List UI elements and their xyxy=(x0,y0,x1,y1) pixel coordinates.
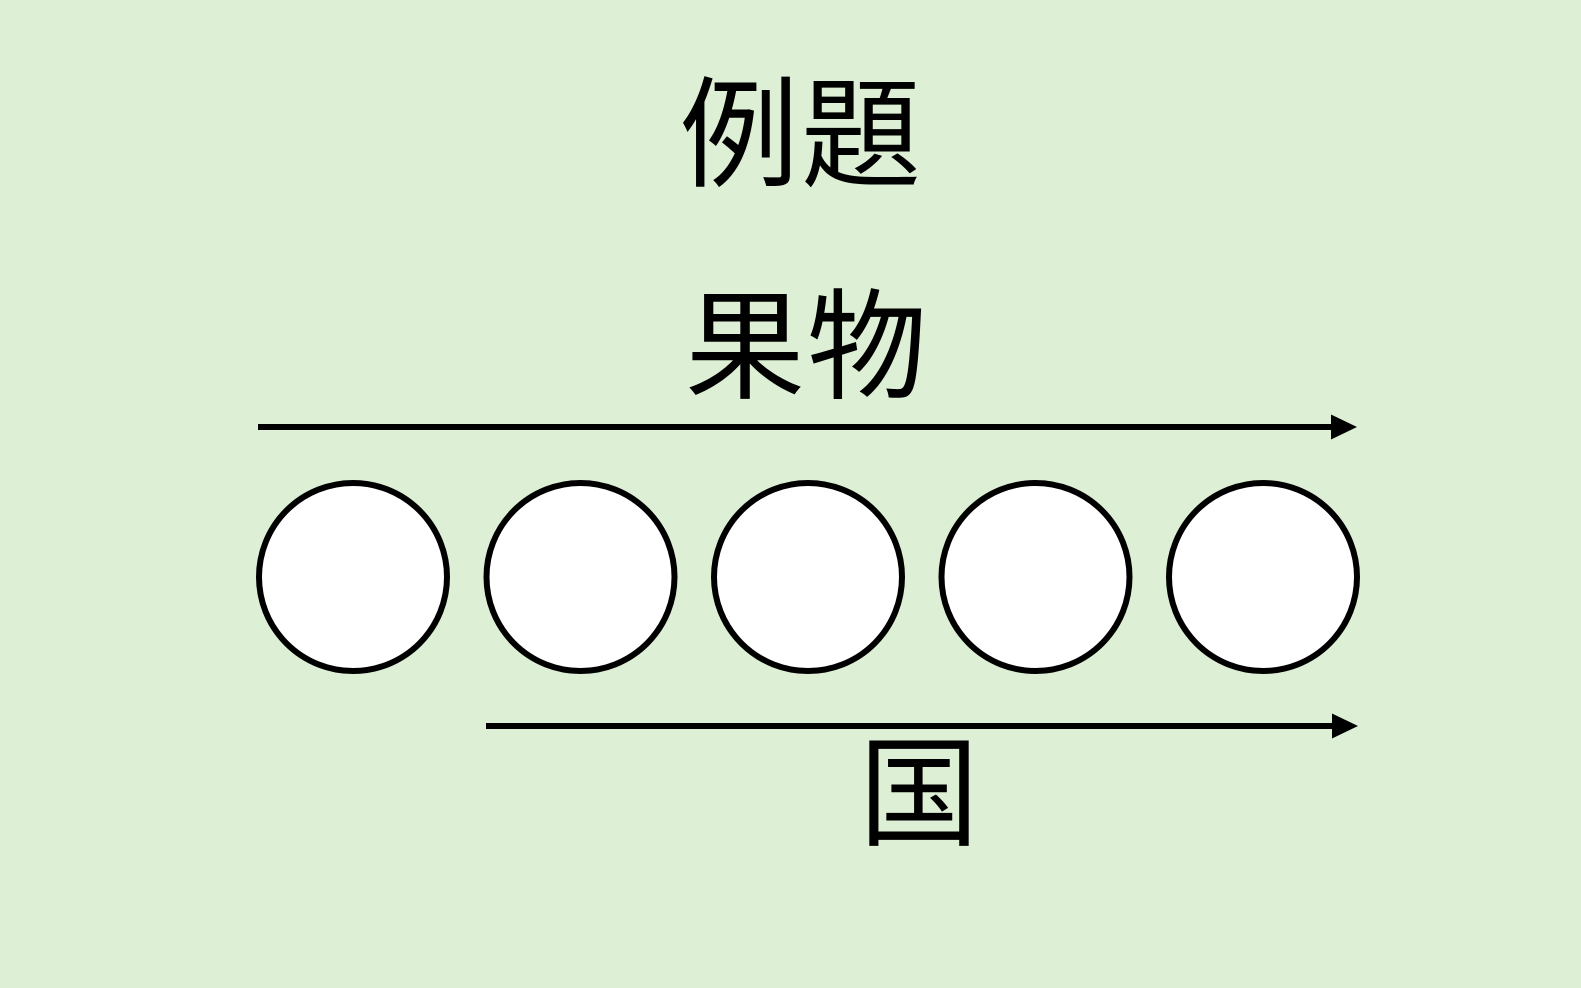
bottom-arrow-label: 国 xyxy=(859,728,981,862)
bottom-arrowhead-icon xyxy=(1332,713,1358,739)
circle xyxy=(938,480,1133,674)
top-arrow-label: 果物 xyxy=(685,281,929,415)
circle xyxy=(256,480,450,674)
top-arrow xyxy=(258,414,1357,440)
circle xyxy=(711,480,905,674)
circle xyxy=(483,480,678,674)
circles-row xyxy=(256,480,1360,674)
page-title: 例題 xyxy=(679,69,923,203)
top-arrowhead-icon xyxy=(1331,414,1357,440)
bottom-arrow xyxy=(486,713,1358,739)
circle xyxy=(1166,480,1360,674)
